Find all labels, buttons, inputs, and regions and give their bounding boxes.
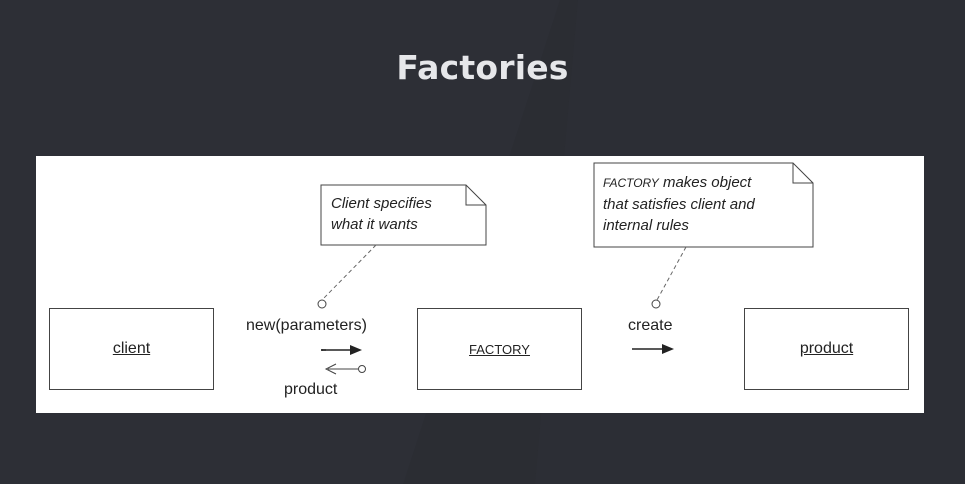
diagram-panel: client FACTORY product Client specifies … bbox=[36, 156, 924, 413]
factory-label: FACTORY bbox=[469, 341, 530, 357]
client-note-anchor bbox=[317, 299, 327, 309]
product-label: product bbox=[799, 340, 854, 357]
response-arrow-head bbox=[324, 363, 337, 375]
client-note-connector bbox=[321, 244, 377, 301]
request-label: new(parameters) bbox=[246, 317, 367, 334]
client-note-text: Client specifies what it wants bbox=[331, 195, 432, 233]
factory-note-shape bbox=[593, 162, 814, 248]
product-box: product bbox=[744, 308, 909, 390]
factory-note-connector bbox=[656, 246, 687, 301]
client-label: client bbox=[112, 340, 151, 357]
client-note-shape bbox=[320, 184, 487, 246]
request-arrow-head bbox=[350, 345, 362, 355]
response-arrow-tail bbox=[358, 365, 366, 373]
factory-note-fold bbox=[792, 163, 813, 184]
client-box: client bbox=[49, 308, 214, 390]
factory-box: FACTORY bbox=[417, 308, 582, 390]
diagram-lines bbox=[317, 162, 814, 375]
slide-title: Factories bbox=[396, 48, 569, 87]
create-label: create bbox=[628, 317, 673, 334]
client-note-fold bbox=[465, 185, 486, 206]
factory-note-text: FACTORY makes object that satisfies clie… bbox=[603, 174, 755, 234]
factory-note-anchor bbox=[651, 299, 661, 309]
response-label: product bbox=[284, 381, 338, 398]
create-arrow-head bbox=[662, 344, 674, 354]
